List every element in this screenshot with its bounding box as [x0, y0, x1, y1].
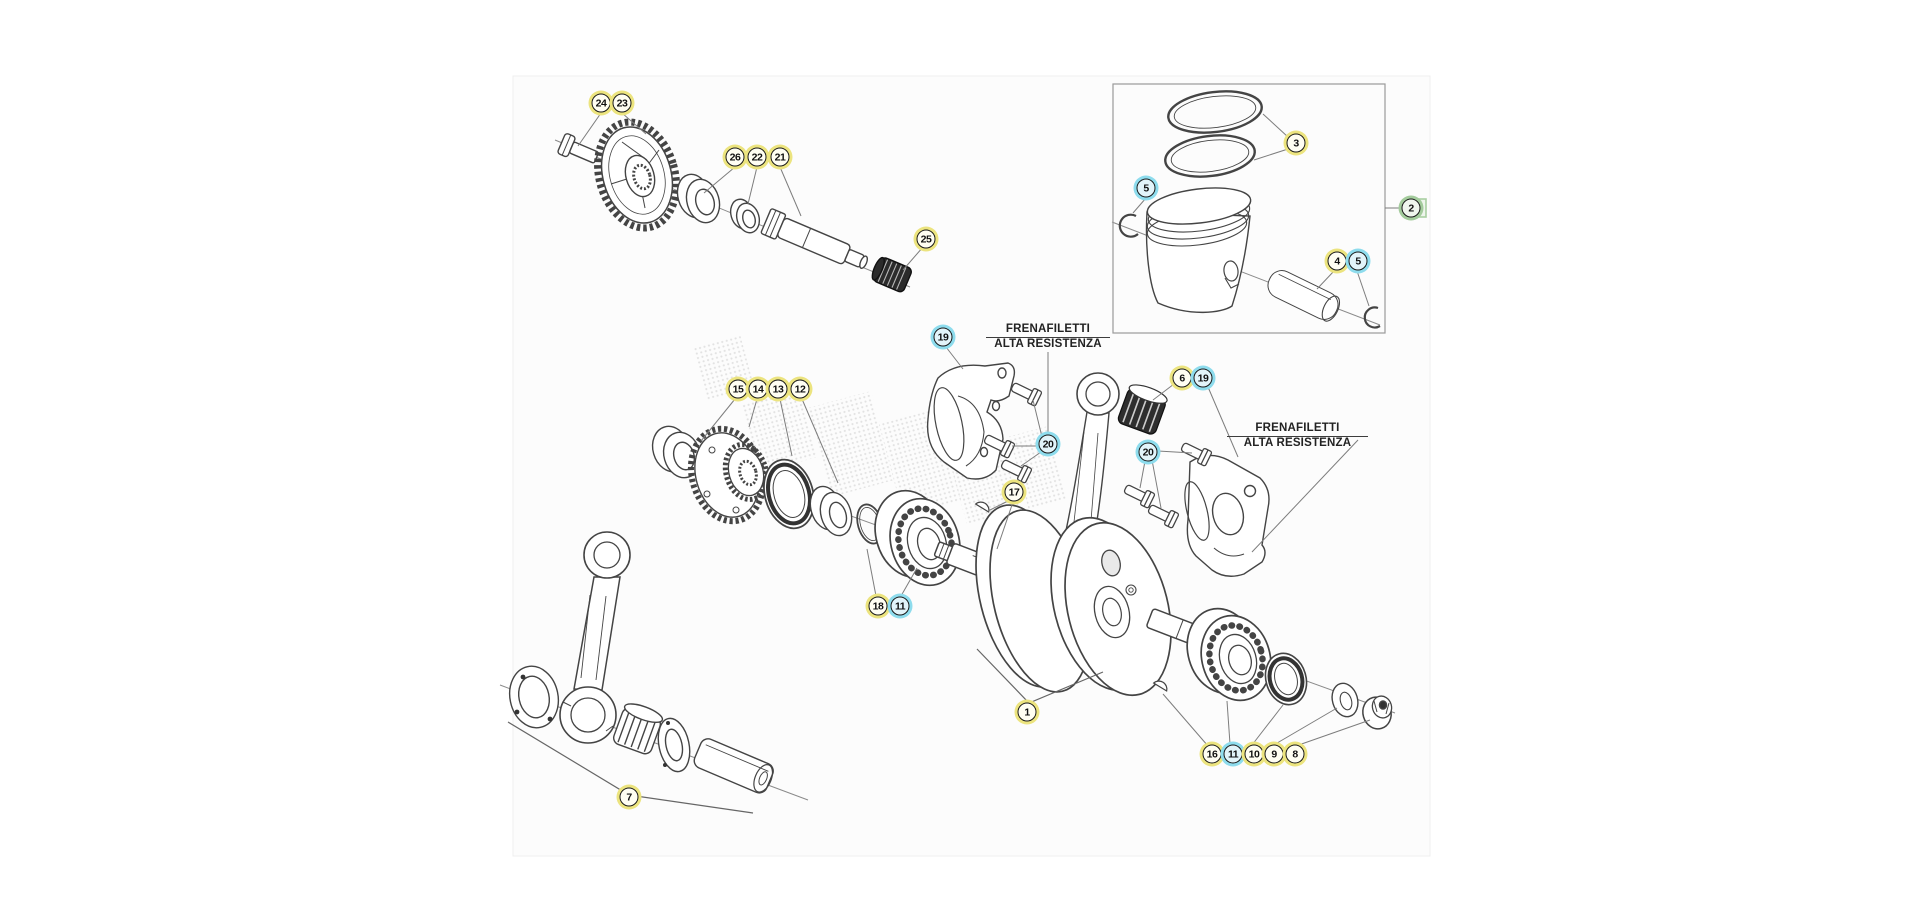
- callout-7[interactable]: 7: [619, 787, 639, 807]
- right-bearing-stack: [1186, 607, 1393, 730]
- callout-17[interactable]: 17: [1004, 482, 1024, 502]
- callout-20[interactable]: 20: [1038, 434, 1058, 454]
- primary-gear-train: [651, 425, 961, 587]
- bolt-24-drawing: [557, 133, 599, 164]
- frenafiletti-right-line1: FRENAFILETTI: [1227, 422, 1368, 437]
- callout-3[interactable]: 3: [1286, 133, 1306, 153]
- key-17-drawing: [974, 501, 990, 513]
- frenafiletti-right-line2: ALTA RESISTENZA: [1243, 437, 1352, 449]
- callout-19[interactable]: 19: [1193, 368, 1213, 388]
- callout-22[interactable]: 22: [747, 147, 767, 167]
- callout-11[interactable]: 11: [890, 596, 910, 616]
- callout-8[interactable]: 8: [1285, 744, 1305, 764]
- crankcase-right-group: [1121, 438, 1270, 577]
- crankcase-left-group: [926, 362, 1043, 485]
- callout-14[interactable]: 14: [748, 379, 768, 399]
- callout-5[interactable]: 5: [1136, 178, 1156, 198]
- shaft-21-drawing: [760, 208, 869, 269]
- key-16-drawing: [1152, 680, 1168, 692]
- callout-13[interactable]: 13: [768, 379, 788, 399]
- frenafiletti-top-line1: FRENAFILETTI: [986, 323, 1110, 338]
- washer-22-drawing: [729, 198, 761, 234]
- callout-15[interactable]: 15: [728, 379, 748, 399]
- callout-16[interactable]: 16: [1202, 744, 1222, 764]
- callout-4[interactable]: 4: [1327, 251, 1347, 271]
- callout-23[interactable]: 23: [612, 93, 632, 113]
- callout-2[interactable]: 2: [1401, 198, 1421, 218]
- balance-gear-assembly: [557, 118, 912, 293]
- knurled-part-25-drawing: [871, 256, 912, 293]
- callout-12[interactable]: 12: [790, 379, 810, 399]
- callout-9[interactable]: 9: [1264, 744, 1284, 764]
- callout-1[interactable]: 1: [1017, 702, 1037, 722]
- crankshaft-group: [933, 372, 1213, 697]
- callout-25[interactable]: 25: [916, 229, 936, 249]
- piston-box-group: [1112, 83, 1427, 334]
- frenafiletti-label-right: FRENAFILETTI ALTA RESISTENZA: [1227, 422, 1368, 450]
- callout-5[interactable]: 5: [1348, 251, 1368, 271]
- conrod-kit-group: [508, 531, 774, 794]
- leader-lines: [577, 112, 1401, 748]
- callout-26[interactable]: 26: [725, 147, 745, 167]
- callout-21[interactable]: 21: [770, 147, 790, 167]
- frenafiletti-top-line2: ALTA RESISTENZA: [994, 338, 1102, 350]
- callout-19[interactable]: 19: [933, 327, 953, 347]
- callout-11[interactable]: 11: [1223, 744, 1243, 764]
- frenafiletti-label-top: FRENAFILETTI ALTA RESISTENZA: [986, 323, 1110, 351]
- callout-20[interactable]: 20: [1138, 442, 1158, 462]
- callout-24[interactable]: 24: [591, 93, 611, 113]
- gear-23-drawing: [594, 118, 680, 232]
- bearing-26-drawing: [676, 173, 721, 224]
- callout-10[interactable]: 10: [1244, 744, 1264, 764]
- callout-18[interactable]: 18: [868, 596, 888, 616]
- callout-6[interactable]: 6: [1172, 368, 1192, 388]
